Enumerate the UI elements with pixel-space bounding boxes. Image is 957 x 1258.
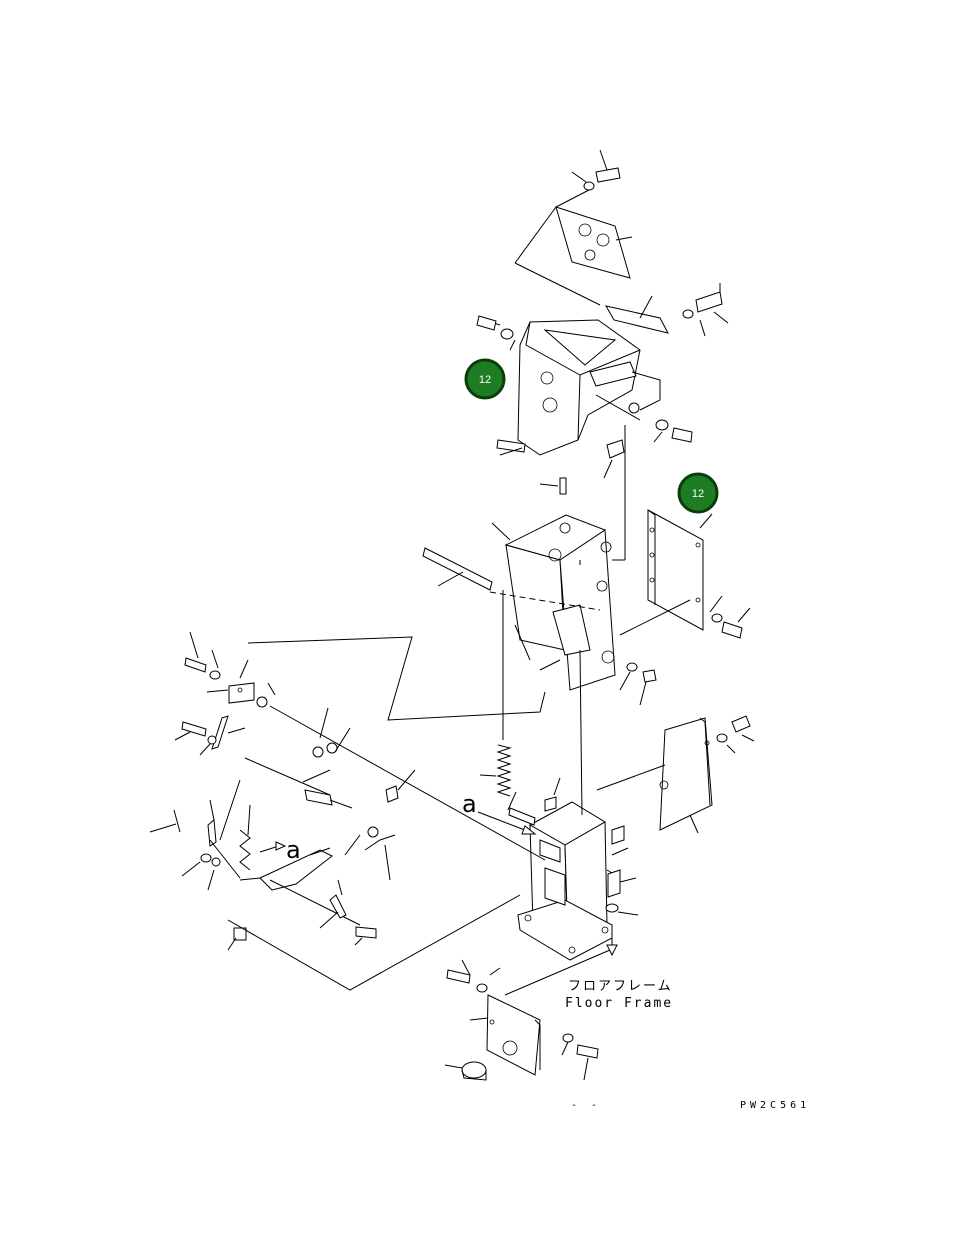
pedal-linkage [149, 631, 546, 991]
floor-frame-label-en: Floor Frame [565, 996, 673, 1011]
callout-label: 12 [692, 488, 704, 500]
bottom-marks: - - [571, 1100, 601, 1111]
callout-12-upper: 12 [464, 358, 506, 400]
gasket-plate [605, 283, 729, 337]
side-cover-panel [619, 509, 751, 639]
floor-frame-label-jp: フロアフレーム [568, 979, 673, 994]
floor-frame-cover-plate [444, 949, 611, 1081]
view-a-arrow-top [477, 811, 531, 833]
lower-cover-panel [596, 715, 755, 834]
upper-column-housing [476, 315, 693, 479]
callout-label: 12 [479, 374, 491, 386]
top-cover-plate-group [514, 149, 633, 306]
figure-code: PW2C561 [740, 1100, 810, 1111]
view-a-label-pedal: a [286, 836, 301, 864]
callout-12-side: 12 [677, 472, 719, 514]
pedal-base-stand [507, 649, 639, 961]
view-a-label-top: a [462, 790, 477, 818]
spring-rod [479, 590, 512, 797]
middle-column-housing [422, 425, 657, 706]
